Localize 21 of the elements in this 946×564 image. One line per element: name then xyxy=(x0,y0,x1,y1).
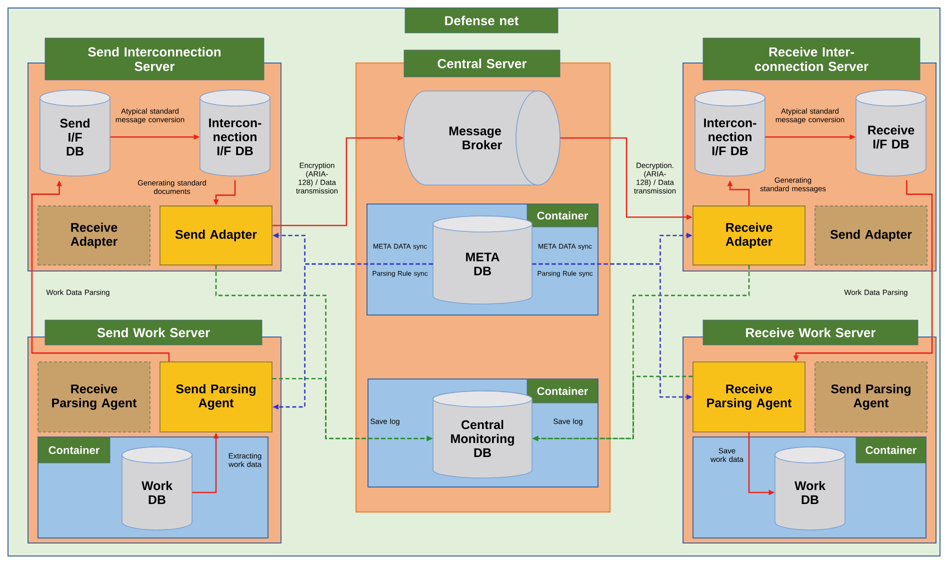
database-cylinder: Intercon- nection I/F DB xyxy=(694,90,766,176)
node-label: Receive Inter- xyxy=(769,46,854,57)
inactive-component-box: Send Parsing Agent xyxy=(814,362,928,432)
database-cylinder: Work DB xyxy=(122,446,192,530)
database-cylinder: Central Monitoring DB xyxy=(432,390,532,478)
node-label: Receive Work Server xyxy=(746,328,876,338)
component-box: Send Parsing Agent xyxy=(160,362,272,432)
node-label: Send Work Server xyxy=(97,328,210,338)
component-box: Receive Parsing Agent xyxy=(692,362,806,432)
database-cylinder: Send I/F DB xyxy=(40,90,110,176)
database-cylinder: Work DB xyxy=(774,446,846,530)
database-cylinder: Intercon- nection I/F DB xyxy=(200,90,270,176)
database-cylinder: META DB xyxy=(432,216,532,304)
node-label: Send Interconnection xyxy=(88,46,221,57)
component-box: Receive Adapter xyxy=(692,206,806,266)
broker-cylinder: Message Broker xyxy=(404,90,560,186)
database-cylinder: Receive I/F DB xyxy=(856,90,926,176)
component-box: Send Adapter xyxy=(160,206,272,266)
inactive-component-box: Receive Parsing Agent xyxy=(38,362,150,432)
inactive-component-box: Send Adapter xyxy=(814,206,928,266)
inactive-component-box: Receive Adapter xyxy=(38,206,150,266)
